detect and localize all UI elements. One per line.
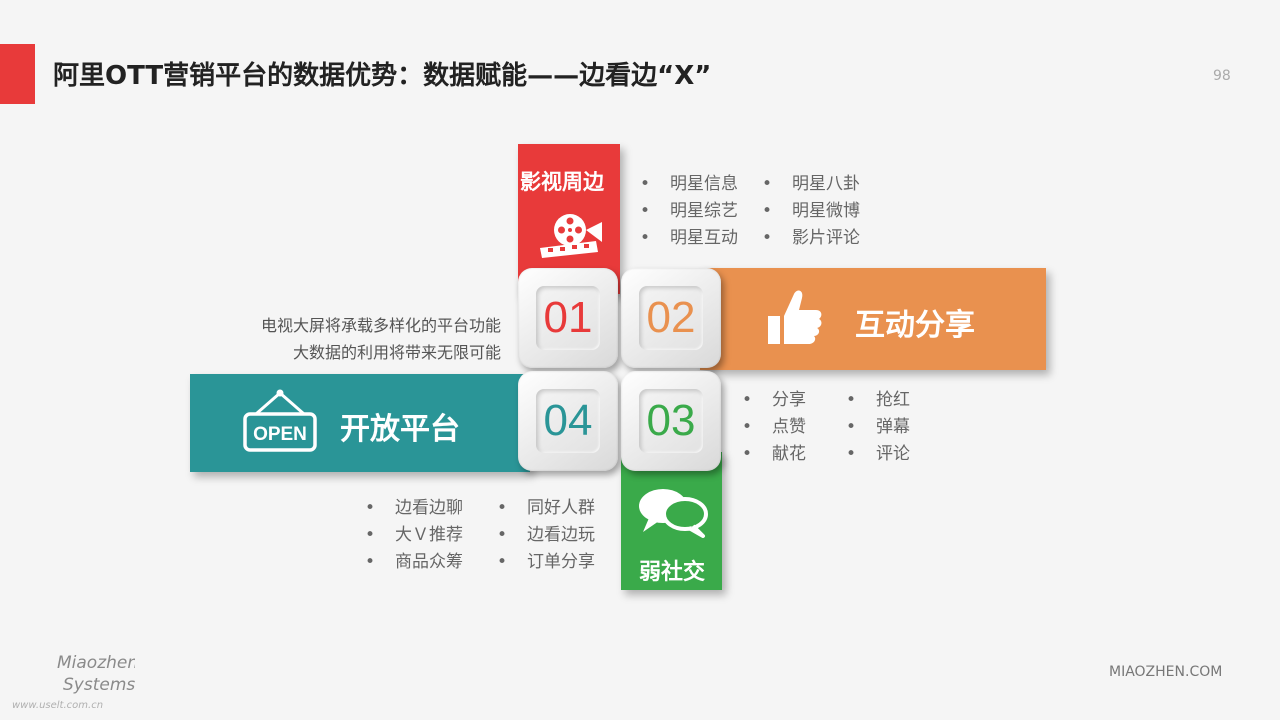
list-item: 大Ｖ推荐: [365, 522, 463, 549]
list-item: 分享: [742, 387, 806, 414]
film-bullets-col1: 明星信息 明星综艺 明星互动: [640, 171, 738, 252]
list-item: 明星综艺: [640, 198, 738, 225]
open-label: 开放平台: [340, 412, 460, 447]
title-accent-bar: [0, 44, 35, 104]
share-bullets-col2: 抢红 弹幕 评论: [846, 387, 910, 468]
logo-line1: Miaozhen: [57, 653, 135, 673]
tile-01: 01: [518, 268, 618, 368]
description-text: 电视大屏将承载多样化的平台功能 大数据的利用将带来无限可能: [261, 312, 501, 366]
open-band: OPEN 开放平台: [190, 374, 530, 472]
company-logo: Miaozhen Systems: [57, 653, 135, 695]
list-item: 订单分享: [497, 549, 595, 576]
share-band: 互动分享: [700, 268, 1046, 370]
tile-number-02: 02: [646, 293, 696, 342]
list-item: 弹幕: [846, 414, 910, 441]
share-label: 互动分享: [855, 308, 975, 343]
list-item: 点赞: [742, 414, 806, 441]
tile-02: 02: [621, 268, 721, 368]
list-item: 影片评论: [762, 225, 860, 252]
list-item: 明星互动: [640, 225, 738, 252]
open-sign-text: OPEN: [253, 424, 307, 445]
thumbs-up-icon: [768, 290, 822, 344]
list-item: 抢红: [846, 387, 910, 414]
film-bullets-col2: 明星八卦 明星微博 影片评论: [762, 171, 860, 252]
list-item: 献花: [742, 441, 806, 468]
list-item: 边看边玩: [497, 522, 595, 549]
description-line: 大数据的利用将带来无限可能: [292, 343, 501, 362]
tile-number-01: 01: [543, 293, 593, 342]
list-item: 明星微博: [762, 198, 860, 225]
list-item: 评论: [846, 441, 910, 468]
social-band: 弱社交: [621, 452, 722, 590]
social-label: 弱社交: [639, 560, 706, 585]
tile-number-04: 04: [543, 396, 593, 445]
tile-number-03: 03: [646, 396, 696, 445]
description-line: 电视大屏将承载多样化的平台功能: [260, 316, 501, 335]
footer-site: MIAOZHEN.COM: [1109, 664, 1223, 680]
open-bullets-col2: 同好人群 边看边玩 订单分享: [497, 495, 595, 576]
list-item: 商品众筹: [365, 549, 463, 576]
watermark-url: www.uselt.com.cn: [12, 700, 104, 711]
list-item: 边看边聊: [365, 495, 463, 522]
open-bullets-col1: 边看边聊 大Ｖ推荐 商品众筹: [365, 495, 463, 576]
list-item: 同好人群: [497, 495, 595, 522]
page-title: 阿里OTT营销平台的数据优势：数据赋能——边看边“X”: [53, 61, 712, 91]
tile-04: 04: [518, 371, 618, 471]
share-bullets-col1: 分享 点赞 献花: [742, 387, 806, 468]
list-item: 明星八卦: [762, 171, 860, 198]
film-reel-icon: [540, 214, 602, 258]
list-item: 明星信息: [640, 171, 738, 198]
logo-line2: Systems: [63, 675, 135, 695]
film-label: 影视周边: [520, 170, 604, 194]
page-number: 98: [1213, 68, 1231, 84]
open-sign-icon: OPEN: [243, 389, 317, 452]
chat-bubbles-icon: [639, 489, 708, 538]
tile-03: 03: [621, 371, 721, 471]
